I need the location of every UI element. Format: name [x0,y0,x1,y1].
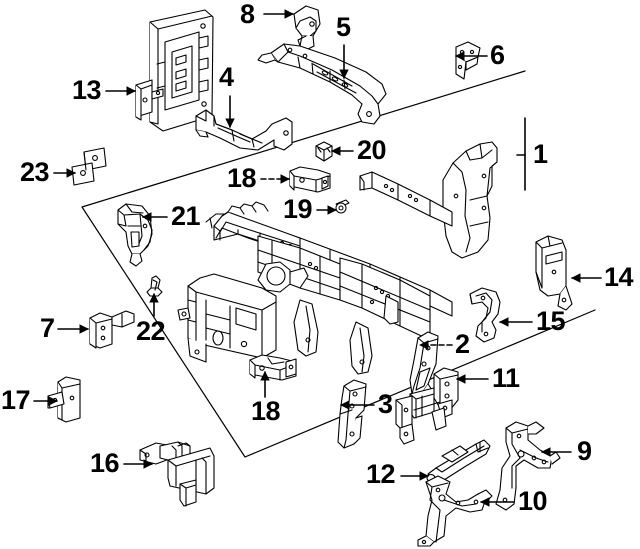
part-3-shape [337,379,367,449]
part-13-shape [135,9,214,132]
callout-label-23[interactable]: 23 [20,157,50,187]
part-1-main-assembly [177,141,498,375]
part-4-shape [195,109,293,151]
part-10-shape [417,475,493,547]
callout-leaders [33,9,602,507]
callout-label-9[interactable]: 9 [577,436,592,466]
part-6-shape [455,41,481,80]
part-8-shape [293,5,321,51]
part-21-shape [117,203,153,267]
callout-label-2[interactable]: 2 [455,329,470,359]
part-14-shape [535,235,573,311]
callout-label-8[interactable]: 8 [240,0,255,29]
callout-label-20[interactable]: 20 [357,135,387,165]
part-11-shape [395,367,459,445]
part-5-shape [257,43,387,125]
callout-label-22[interactable]: 22 [136,316,166,346]
part-16-shape [139,441,215,507]
callout-label-19[interactable]: 19 [283,194,313,224]
callout-label-15[interactable]: 15 [536,306,566,336]
callout-label-11[interactable]: 11 [492,363,520,393]
callout-label-18-lower[interactable]: 18 [251,396,281,426]
part-17-shape [47,376,81,423]
part-9-shape [495,421,561,511]
callout-label-6[interactable]: 6 [490,40,505,70]
part-15-shape [469,287,501,343]
callout-label-18-upper[interactable]: 18 [227,163,257,193]
callout-label-5[interactable]: 5 [336,12,351,42]
callout-label-13[interactable]: 13 [72,75,102,105]
callout-label-7[interactable]: 7 [40,313,55,343]
callout-label-12[interactable]: 12 [366,459,396,489]
part-23-shape [71,147,107,186]
callout-label-21[interactable]: 21 [171,201,201,231]
callout-label-17[interactable]: 17 [1,385,31,415]
part-22-shape [146,275,163,297]
callout-label-3[interactable]: 3 [378,389,393,419]
part-7-shape [89,310,135,349]
callout-label-14[interactable]: 14 [604,262,634,292]
part-12-shape [426,439,491,485]
callout-label-10[interactable]: 10 [518,486,548,516]
part-18-lower-shape [249,354,297,381]
part-20-shape [315,141,333,162]
part-19-shape [335,199,350,214]
callout-label-16[interactable]: 16 [90,448,120,478]
callout-label-1[interactable]: 1 [533,139,548,169]
callout-label-4[interactable]: 4 [219,62,234,92]
part-18-upper-shape [289,166,331,193]
